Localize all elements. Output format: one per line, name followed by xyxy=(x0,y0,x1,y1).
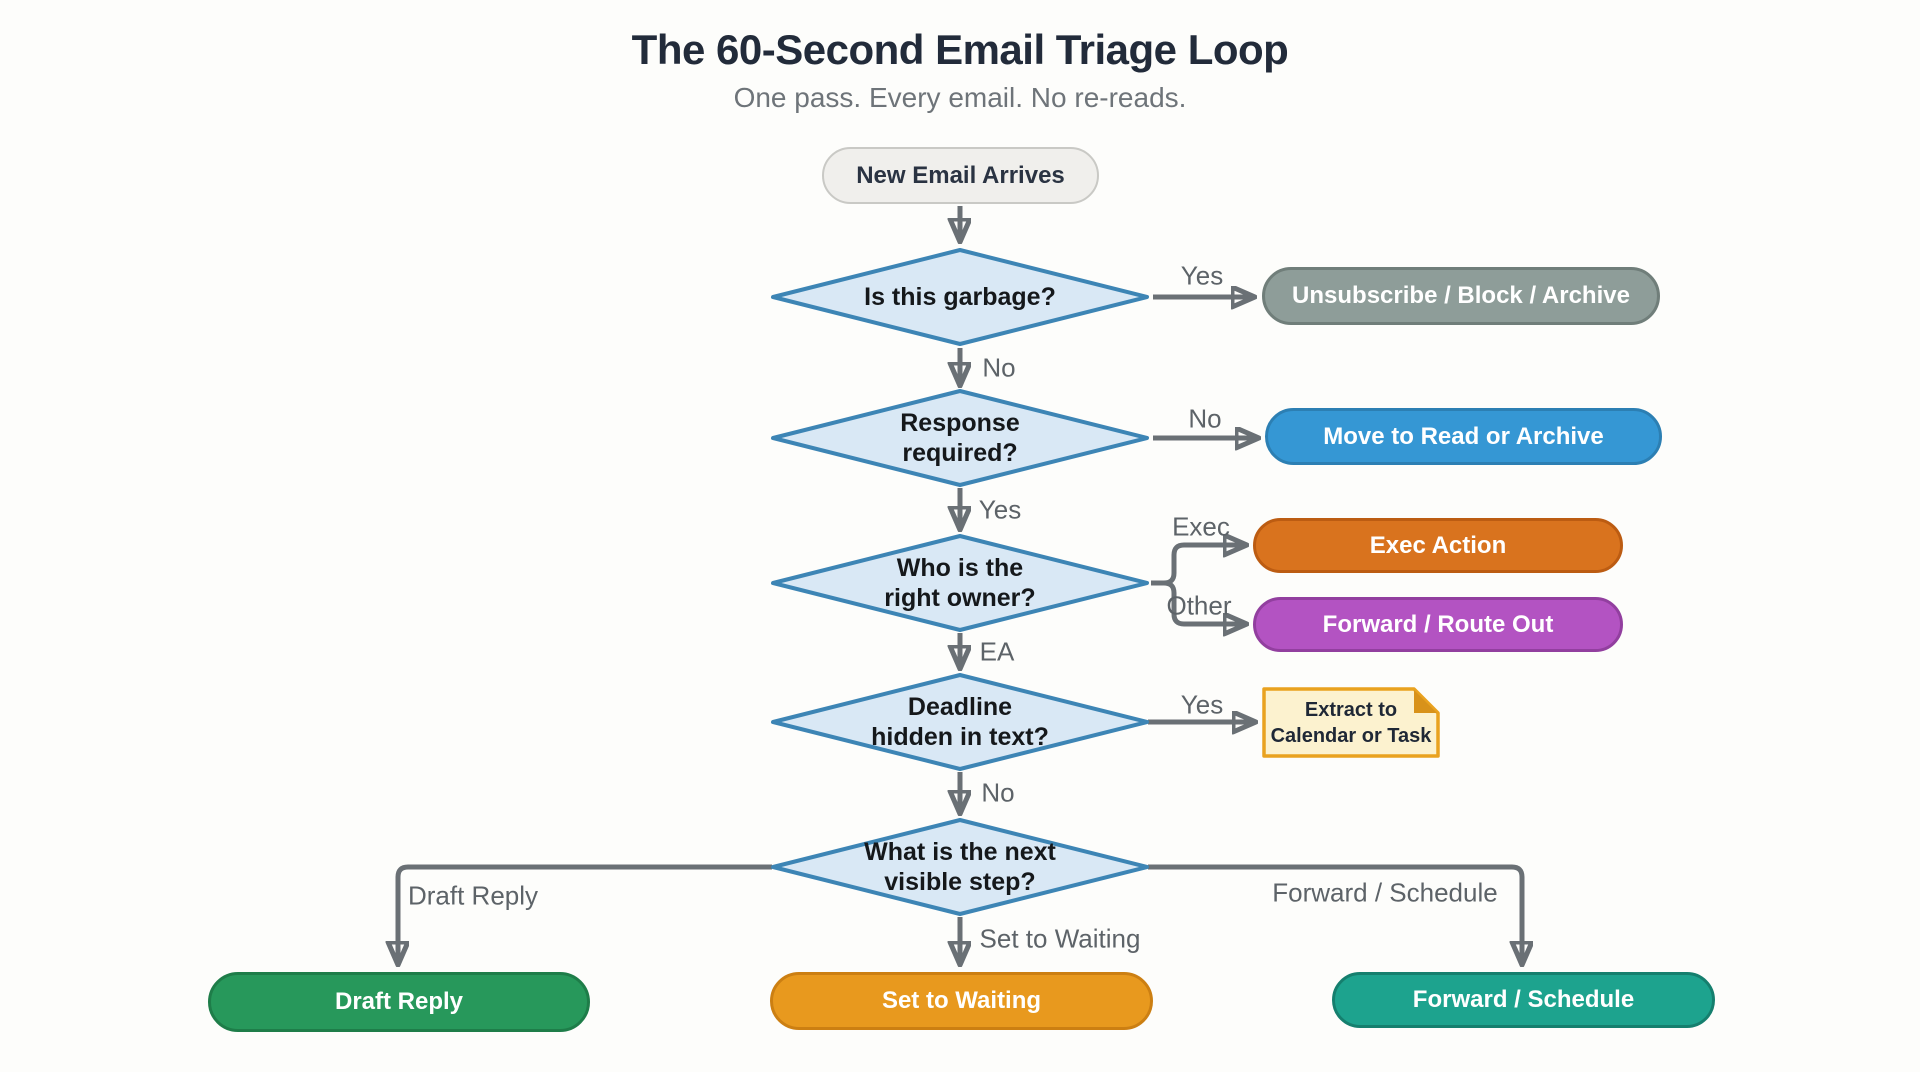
action-draft-reply: Draft Reply xyxy=(208,972,590,1032)
edge-label-owner-ea: EA xyxy=(979,636,1015,667)
action-exec-action: Exec Action xyxy=(1253,518,1623,573)
decision-response-label: Response required? xyxy=(900,409,1020,467)
edge-label-next-forward: Forward / Schedule xyxy=(1272,877,1498,908)
edge-label-deadline-no: No xyxy=(981,777,1015,808)
diamond-shape xyxy=(771,389,1149,487)
decision-owner-label: Who is the right owner? xyxy=(884,554,1036,612)
action-label: Set to Waiting xyxy=(881,987,1042,1014)
edge-label-garbage-yes: Yes xyxy=(1180,260,1224,291)
note-extract-to-calendar: Extract to Calendar or Task xyxy=(1262,687,1440,758)
action-unsubscribe-block-archive: Unsubscribe / Block / Archive xyxy=(1262,267,1660,325)
decision-deadline: Deadline hidden in text? xyxy=(770,672,1150,772)
action-label: Forward / Route Out xyxy=(1322,610,1554,638)
diamond-shape xyxy=(771,248,1149,346)
note-shape xyxy=(1262,687,1440,758)
note-fold-corner xyxy=(1414,690,1437,713)
edge-label-next-waiting: Set to Waiting xyxy=(979,923,1141,954)
edge-label-response-no: No xyxy=(1188,403,1222,434)
edge-label-next-draft: Draft Reply xyxy=(407,880,539,911)
decision-garbage: Is this garbage? xyxy=(770,247,1150,347)
action-forward-schedule: Forward / Schedule xyxy=(1332,972,1715,1028)
diamond-shape xyxy=(771,818,1149,916)
action-forward-route-out: Forward / Route Out xyxy=(1253,597,1623,652)
action-label: Exec Action xyxy=(1369,531,1507,559)
edge-owner-exec xyxy=(1151,545,1246,586)
edge-label-response-yes: Yes xyxy=(978,494,1022,525)
decision-owner: Who is the right owner? xyxy=(770,533,1150,633)
decision-deadline-label: Deadline hidden in text? xyxy=(871,693,1049,751)
decision-next-step-label: What is the next visible step? xyxy=(864,838,1056,896)
page-subtitle: One pass. Every email. No re-reads. xyxy=(733,82,1187,113)
edge-label-deadline-yes: Yes xyxy=(1180,689,1224,720)
action-label: Move to Read or Archive xyxy=(1323,422,1604,450)
edge-label-owner-exec: Exec xyxy=(1172,511,1230,542)
diamond-shape xyxy=(771,534,1149,632)
edge-label-garbage-no: No xyxy=(982,352,1016,383)
start-node-label: New Email Arrives xyxy=(856,161,1065,189)
edge-owner-other xyxy=(1151,580,1246,624)
note-label: Extract to Calendar or Task xyxy=(1270,698,1432,747)
edge-next-forward xyxy=(1148,864,1522,964)
edge-label-owner-other: Other xyxy=(1166,590,1232,621)
action-label: Draft Reply xyxy=(334,988,464,1015)
action-label: Forward / Schedule xyxy=(1412,986,1635,1013)
diamond-shape xyxy=(771,673,1149,771)
edge-next-draft xyxy=(398,864,772,964)
page-title: The 60-Second Email Triage Loop xyxy=(631,26,1289,73)
action-label: Unsubscribe / Block / Archive xyxy=(1292,282,1630,309)
decision-response: Response required? xyxy=(770,388,1150,488)
action-move-to-read-or-archive: Move to Read or Archive xyxy=(1265,408,1662,465)
start-node: New Email Arrives xyxy=(822,147,1099,204)
decision-next-step: What is the next visible step? xyxy=(770,817,1150,917)
decision-garbage-label: Is this garbage? xyxy=(864,283,1056,311)
action-set-to-waiting: Set to Waiting xyxy=(770,972,1153,1030)
